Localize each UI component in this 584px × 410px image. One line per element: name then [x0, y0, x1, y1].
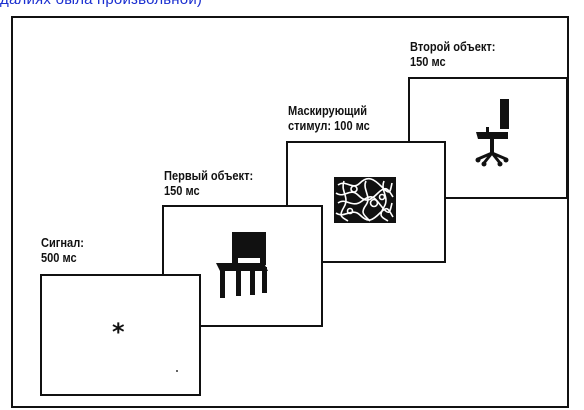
stage-3-label-line2: стимул: 100 мс [288, 118, 370, 133]
stage-1-card-cue: * [40, 274, 201, 396]
stage-2-label-line1: Первый объект: [164, 168, 253, 183]
stage-4-label: Второй объект: 150 мс [410, 39, 495, 69]
stage-2-label: Первый объект: 150 мс [164, 168, 253, 198]
stage-1-label: Сигнал: 500 мс [41, 235, 84, 265]
stage-2-label-line2: 150 мс [164, 183, 253, 198]
top-caption-fragment: далиях была произвольной) [0, 0, 202, 8]
fixation-asterisk: * [112, 320, 125, 344]
stage-3-label-line1: Маскирующий [288, 103, 370, 118]
stage-4-label-line2: 150 мс [410, 54, 495, 69]
stage-4-label-line1: Второй объект: [410, 39, 495, 54]
stage-1-label-line1: Сигнал: [41, 235, 84, 250]
stage-3-label: Маскирующий стимул: 100 мс [288, 103, 370, 133]
speck-dot [176, 370, 178, 372]
stage-1-label-line2: 500 мс [41, 250, 84, 265]
